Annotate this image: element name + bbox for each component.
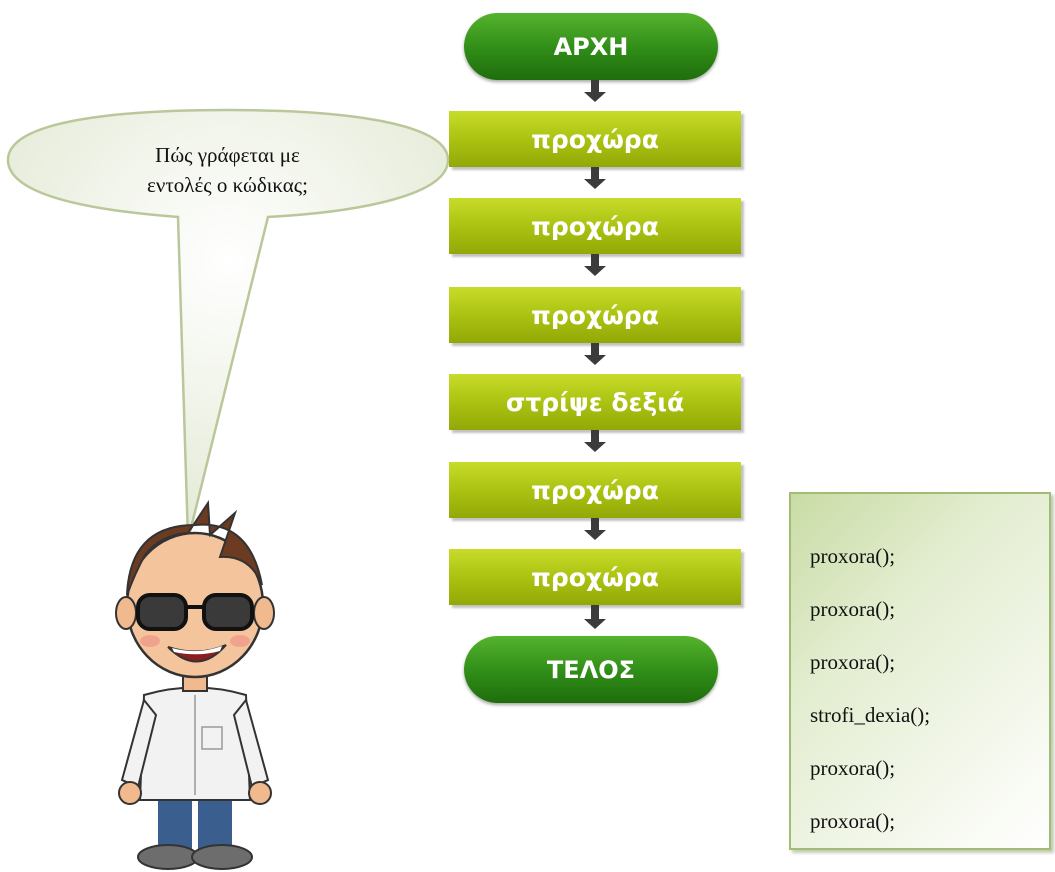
bubble-question: Πώς γράφεται με εντολές ο κώδικας; (60, 140, 395, 200)
code-line-3: proxora(); (810, 650, 896, 674)
flowchart-step-5: προχώρα (449, 462, 741, 518)
flowchart-arrow (584, 605, 606, 629)
code-line-2: proxora(); (810, 597, 896, 621)
flowchart-arrow (584, 254, 606, 276)
code-line-4: strofi_dexia(); (810, 703, 931, 727)
code-line-5: proxora(); (810, 756, 896, 780)
flowchart-arrow (584, 343, 606, 365)
flowchart-arrow (584, 430, 606, 452)
flowchart-step-3: προχώρα (449, 287, 741, 343)
flowchart-step-4: στρίψε δεξιά (449, 374, 741, 430)
speech-bubble (6, 108, 450, 541)
speech-bubble-shape (6, 108, 450, 541)
flowchart-step-2: προχώρα (449, 198, 741, 254)
flowchart-arrow (584, 167, 606, 189)
flowchart-step-1: προχώρα (449, 111, 741, 167)
code-line-1: proxora(); (810, 544, 896, 568)
code-line-6: proxora(); (810, 809, 896, 833)
cartoon-boy-illustration (115, 499, 275, 870)
bubble-question-line-1: Πώς γράφεται με (155, 143, 300, 167)
flowchart-step-6: προχώρα (449, 549, 741, 605)
flowchart-end: ΤΕΛΟΣ (464, 636, 718, 703)
bubble-question-line-2: εντολές ο κώδικας; (147, 173, 308, 197)
flowchart-start: ΑΡΧΗ (464, 13, 718, 80)
code-box: proxora(); proxora(); proxora(); strofi_… (789, 492, 1051, 850)
flowchart-arrow (584, 80, 606, 102)
flowchart-arrow (584, 518, 606, 540)
